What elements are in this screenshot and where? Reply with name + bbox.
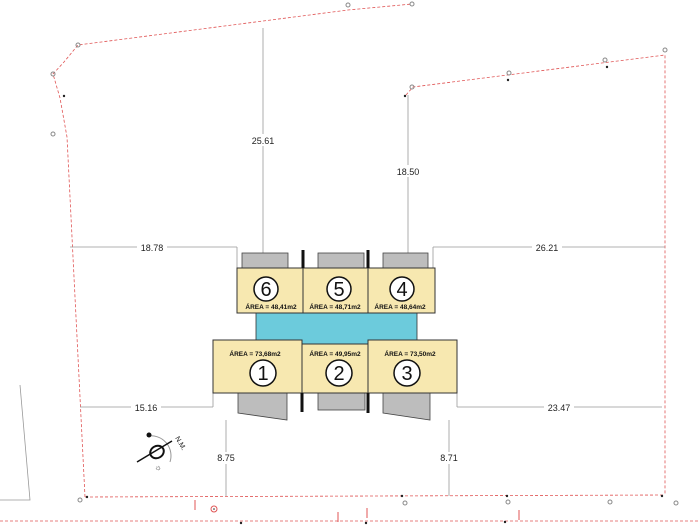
unit-number: 5 bbox=[333, 279, 344, 301]
unit-area: ÁREA = 48,64m2 bbox=[374, 302, 426, 311]
dim-rear-right: 18.50 bbox=[397, 167, 420, 177]
unit-area: ÁREA = 48,41m2 bbox=[245, 302, 297, 311]
unit-number: 6 bbox=[260, 279, 271, 301]
dim-side-left-top: 18.78 bbox=[141, 243, 164, 253]
neighbor-line bbox=[0, 384, 31, 501]
dim-side-right-top: 26.21 bbox=[536, 243, 559, 253]
svg-text:☼: ☼ bbox=[154, 463, 161, 472]
unit-1: 1 ÁREA = 73,68m2 bbox=[212, 339, 303, 394]
unit-area: ÁREA = 48,71m2 bbox=[309, 302, 361, 311]
unit-number: 1 bbox=[257, 363, 268, 385]
unit-4: 4 ÁREA = 48,64m2 bbox=[367, 267, 436, 314]
unit-area: ÁREA = 73,50m2 bbox=[384, 349, 436, 358]
dim-side-left-bottom: 15.16 bbox=[135, 403, 158, 413]
unit-number: 4 bbox=[396, 279, 407, 301]
north-arrow-icon: ☼ N.M. bbox=[136, 432, 187, 472]
property-boundary-right bbox=[405, 54, 666, 495]
unit-number: 2 bbox=[333, 363, 344, 385]
dim-rear-left: 25.61 bbox=[252, 136, 275, 146]
party-walls bbox=[300, 250, 370, 413]
common-area bbox=[255, 311, 418, 345]
survey-points bbox=[50, 1, 679, 525]
front-boundary bbox=[84, 494, 666, 498]
unit-2: 2 ÁREA = 49,95m2 bbox=[301, 343, 369, 394]
dim-side-right-bottom: 23.47 bbox=[548, 403, 571, 413]
unit-area: ÁREA = 73,68m2 bbox=[229, 349, 281, 358]
unit-3: 3 ÁREA = 73,50m2 bbox=[367, 339, 458, 394]
property-boundary bbox=[52, 3, 413, 498]
unit-6: 6 ÁREA = 48,41m2 bbox=[236, 267, 304, 314]
unit-5: 5 ÁREA = 48,71m2 bbox=[302, 267, 369, 314]
dim-front-right: 8.71 bbox=[440, 453, 458, 463]
unit-area: ÁREA = 49,95m2 bbox=[309, 349, 361, 358]
dim-front-left: 8.75 bbox=[217, 453, 235, 463]
north-label: N.M. bbox=[173, 436, 186, 452]
unit-number: 3 bbox=[401, 363, 412, 385]
